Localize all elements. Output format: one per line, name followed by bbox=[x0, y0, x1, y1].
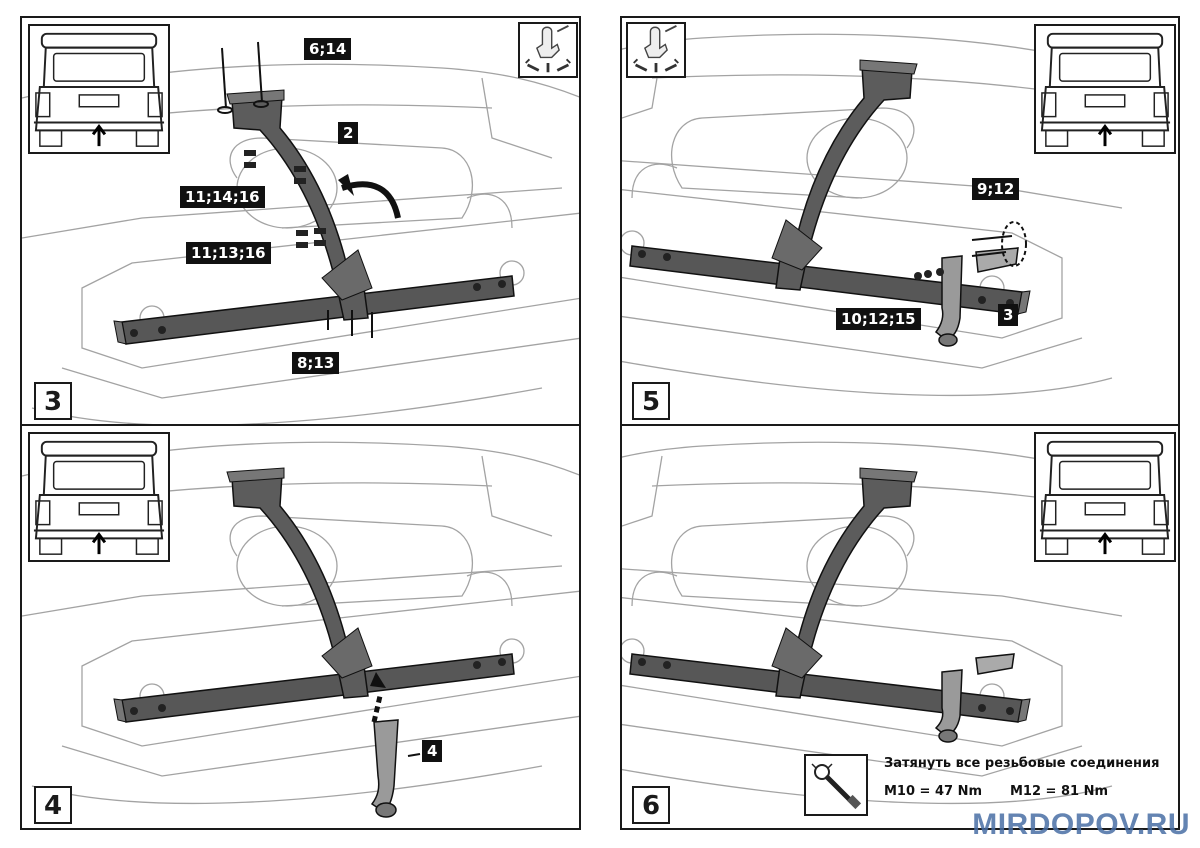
insert-arrow-icon bbox=[370, 672, 386, 688]
step-3-panel: 6;14 2 11;14;16 11;13;16 8;13 3 bbox=[20, 16, 581, 426]
car-rear-icon bbox=[1034, 24, 1176, 154]
step-6-panel: Затянуть все резьбовые соединения M10 = … bbox=[620, 424, 1180, 830]
car-rear-icon bbox=[28, 432, 170, 562]
car-rear-icon bbox=[1034, 432, 1176, 562]
step-6-illustration bbox=[622, 441, 1123, 805]
callout-label: 3 bbox=[998, 304, 1019, 326]
step-5-illustration bbox=[622, 33, 1123, 397]
torque-title: Затянуть все резьбовые соединения bbox=[884, 756, 1160, 771]
callout-label: 11;13;16 bbox=[186, 242, 271, 264]
torque-m10: M10 = 47 Nm bbox=[884, 784, 983, 799]
step-number: 4 bbox=[34, 786, 72, 824]
torque-wrench-icon bbox=[804, 754, 868, 816]
callout-label: 6;14 bbox=[304, 38, 352, 60]
callout-label: 10;12;15 bbox=[836, 308, 921, 330]
step-4-illustration bbox=[22, 441, 579, 818]
step-4-panel: 4 4 bbox=[20, 424, 581, 830]
wrench-hand-icon bbox=[518, 22, 578, 78]
step-number: 6 bbox=[632, 786, 670, 824]
callout-label: 4 bbox=[422, 740, 443, 762]
step-number: 3 bbox=[34, 382, 72, 420]
step-5-panel: 9;12 10;12;15 3 5 bbox=[620, 16, 1180, 426]
torque-m12: M12 = 81 Nm bbox=[1010, 784, 1109, 799]
callout-label: 8;13 bbox=[292, 352, 340, 374]
step-3-illustration bbox=[22, 41, 579, 424]
callout-label: 2 bbox=[338, 122, 359, 144]
callout-label: 11;14;16 bbox=[180, 186, 265, 208]
torque-instructions: Затянуть все резьбовые соединения M10 = … bbox=[804, 752, 1174, 822]
watermark: MIRDOPOV.RU bbox=[972, 808, 1190, 841]
step-number: 5 bbox=[632, 382, 670, 420]
car-rear-icon bbox=[28, 24, 170, 154]
callout-label: 9;12 bbox=[972, 178, 1020, 200]
rotate-arrow-icon bbox=[338, 174, 354, 196]
wrench-hand-icon bbox=[626, 22, 686, 78]
